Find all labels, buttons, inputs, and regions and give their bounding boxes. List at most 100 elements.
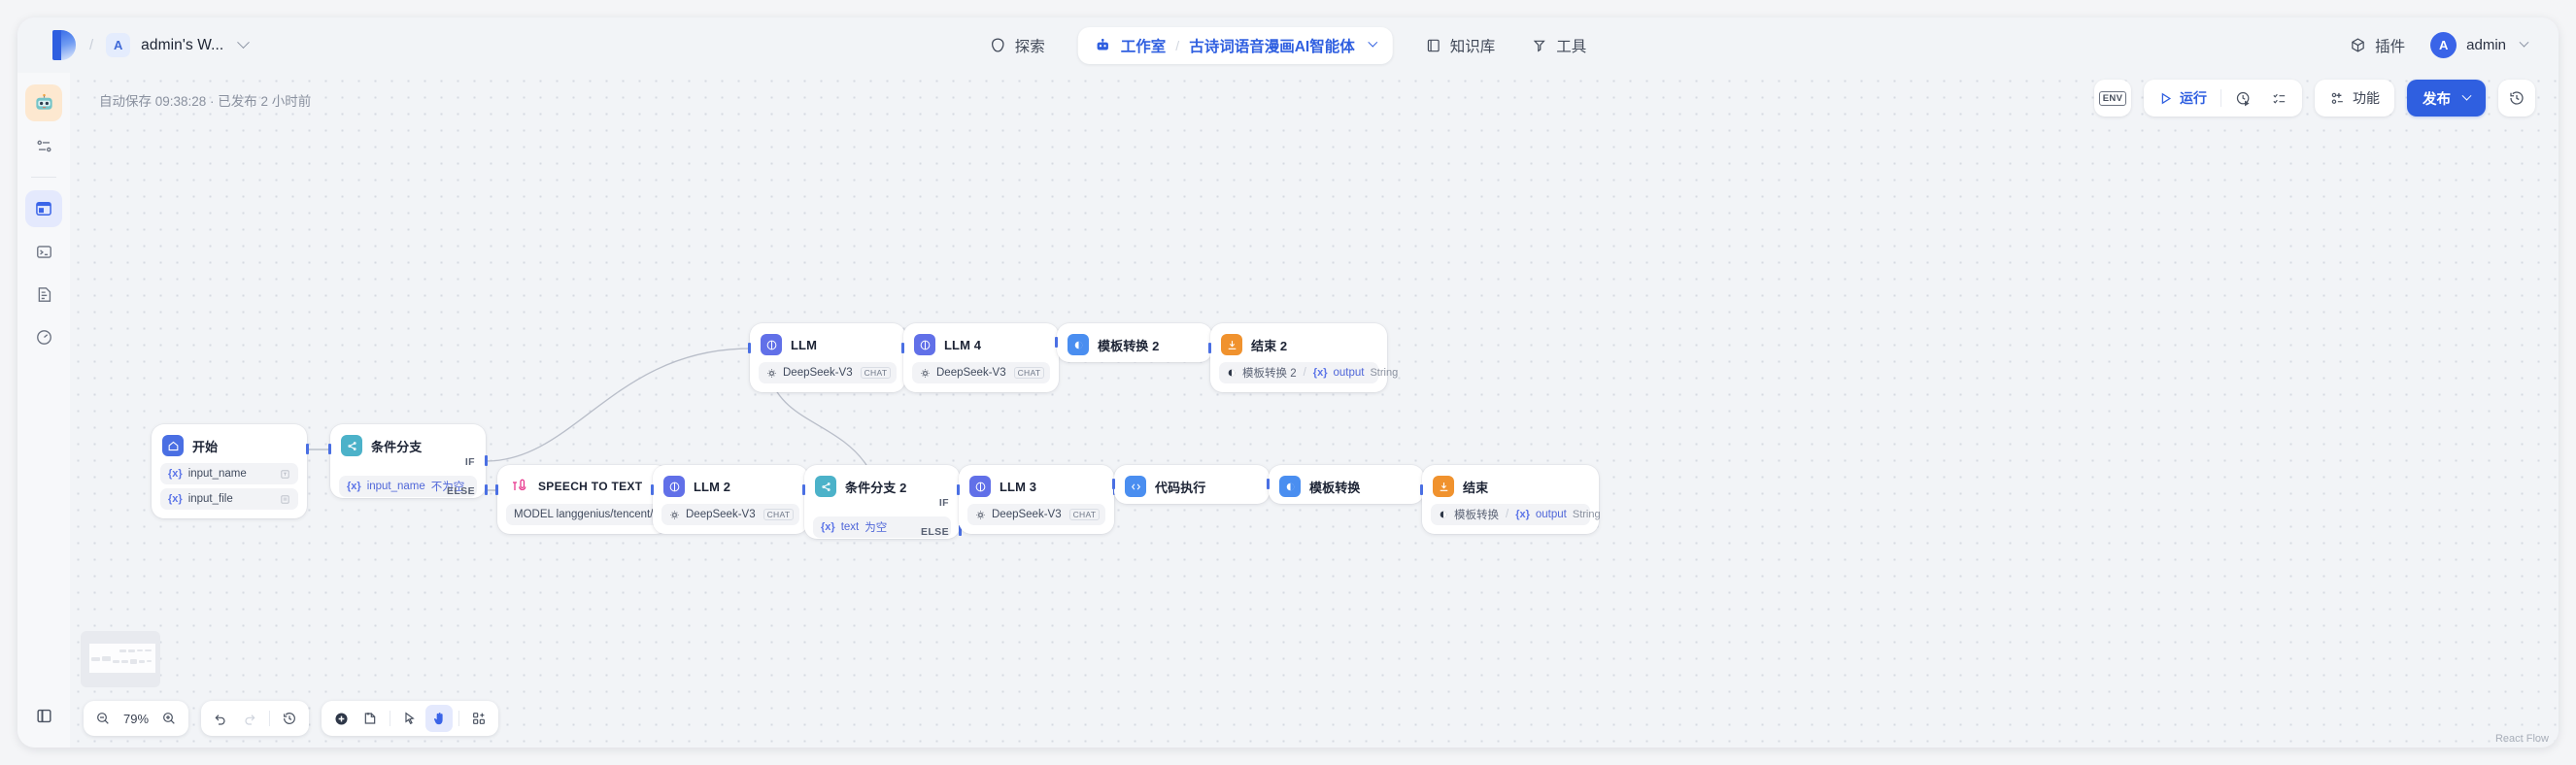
- sidebar-item-terminal[interactable]: [25, 233, 62, 270]
- compass-icon: [991, 38, 1004, 52]
- output-row[interactable]: 模板转换 / {x} output String: [1431, 504, 1601, 525]
- port-in[interactable]: [1112, 479, 1115, 489]
- nav-studio-label: 工作室: [1120, 38, 1167, 55]
- change-history-button[interactable]: [276, 705, 303, 732]
- add-note-button[interactable]: [356, 705, 384, 732]
- node-speech-to-text[interactable]: SPEECH TO TEXT MODEL langgenius/tencent/…: [495, 465, 690, 534]
- nav-explore[interactable]: 探索: [986, 29, 1049, 62]
- nav-knowledge[interactable]: 知识库: [1422, 29, 1500, 62]
- port-in[interactable]: [328, 444, 331, 454]
- port-out[interactable]: [306, 444, 309, 454]
- port-in[interactable]: [1055, 337, 1058, 348]
- port-out-else[interactable]: [959, 525, 962, 536]
- workspace-chevron-down-icon[interactable]: [237, 36, 251, 50]
- minimap-node: [145, 649, 152, 651]
- port-in[interactable]: [651, 484, 654, 495]
- sidebar-item-monitor[interactable]: [25, 318, 62, 355]
- zoom-in-button[interactable]: [155, 705, 183, 732]
- sidebar-collapse-toggle[interactable]: [25, 697, 62, 734]
- undo-button[interactable]: [207, 705, 234, 732]
- zoom-out-button[interactable]: [89, 705, 117, 732]
- model-icon: [669, 510, 680, 520]
- clock-run-icon: [2236, 91, 2250, 106]
- text-type-icon: [280, 469, 290, 480]
- sidebar-item-logs[interactable]: [25, 276, 62, 313]
- output-row[interactable]: 模板转换 2 / {x} output String: [1219, 362, 1398, 383]
- node-title: LLM 3: [1000, 479, 1037, 494]
- sidebar-item-orchestrate[interactable]: [25, 127, 62, 164]
- minimap[interactable]: [81, 631, 160, 687]
- node-condition-1[interactable]: 条件分支 IF {x} input_name 不为空 ELSE: [328, 424, 488, 498]
- port-out-if[interactable]: [485, 455, 488, 466]
- publish-label: 发布: [2423, 91, 2451, 108]
- variable-row[interactable]: {x} input_name: [160, 463, 298, 484]
- hand-tool-button[interactable]: [425, 705, 453, 732]
- port-out-else[interactable]: [485, 484, 488, 495]
- publish-button[interactable]: 发布: [2407, 80, 2486, 116]
- node-title: 开始: [192, 439, 219, 454]
- node-llm[interactable]: LLM DeepSeek-V3 CHAT: [748, 323, 907, 392]
- variable-marker: {x}: [821, 521, 835, 533]
- model-row[interactable]: DeepSeek-V3 CHAT: [912, 362, 1050, 383]
- node-end[interactable]: 结束 模板转换 / {x} output String: [1420, 465, 1601, 534]
- port-in[interactable]: [495, 484, 498, 495]
- redo-button[interactable]: [236, 705, 263, 732]
- condition-row[interactable]: {x} input_name 不为空: [339, 476, 477, 497]
- model-label: MODEL langgenius/tencent/tence...: [514, 509, 691, 520]
- branch-icon: [815, 476, 836, 497]
- condition-variable: input_name: [366, 481, 425, 492]
- app-logo-icon[interactable]: [52, 30, 77, 60]
- node-start[interactable]: 开始 {x} input_name {x} input_file: [152, 424, 309, 518]
- model-row[interactable]: MODEL langgenius/tencent/tence...: [506, 504, 690, 525]
- window-icon: [36, 202, 51, 216]
- run-history-button[interactable]: [2226, 83, 2260, 113]
- node-llm-2[interactable]: LLM 2 DeepSeek-V3 CHAT: [651, 465, 810, 534]
- node-template-2[interactable]: 模板转换 2: [1055, 323, 1214, 362]
- port-in[interactable]: [957, 484, 960, 495]
- add-node-button[interactable]: [327, 705, 355, 732]
- node-llm-3[interactable]: LLM 3 DeepSeek-V3 CHAT: [957, 465, 1116, 534]
- port-in[interactable]: [802, 484, 805, 495]
- port-in[interactable]: [748, 343, 751, 353]
- checklist-button[interactable]: [2262, 83, 2296, 113]
- workflow-canvas[interactable]: 自动保存 09:38:28 · 已发布 2 小时前 ENV 运行: [70, 73, 2559, 748]
- port-in[interactable]: [1208, 343, 1211, 353]
- model-row[interactable]: DeepSeek-V3 CHAT: [661, 504, 799, 525]
- node-code-execute[interactable]: 代码执行: [1112, 465, 1271, 504]
- port-in[interactable]: [901, 343, 904, 353]
- env-button[interactable]: ENV: [2094, 80, 2131, 116]
- node-end-2[interactable]: 结束 2 模板转换 2 / {x} output String: [1208, 323, 1398, 392]
- node-header: 模板转换 2: [1057, 332, 1212, 355]
- sidebar-item-agent[interactable]: [25, 84, 62, 121]
- node-header: 条件分支 2: [804, 474, 960, 497]
- node-template[interactable]: 模板转换: [1267, 465, 1426, 504]
- sidebar-item-canvas[interactable]: [25, 190, 62, 227]
- node-llm-4[interactable]: LLM 4 DeepSeek-V3 CHAT: [901, 323, 1061, 392]
- port-in[interactable]: [1267, 479, 1270, 489]
- condition-row[interactable]: {x} text 为空: [813, 516, 951, 538]
- run-button[interactable]: 运行: [2150, 83, 2216, 113]
- variable-row[interactable]: {x} input_file: [160, 488, 298, 510]
- pointer-tool-button[interactable]: [396, 705, 424, 732]
- nav-tools[interactable]: 工具: [1528, 29, 1590, 62]
- features-button[interactable]: 功能: [2321, 83, 2389, 113]
- apps-button[interactable]: [465, 705, 492, 732]
- user-chevron-down-icon[interactable]: [2519, 37, 2529, 48]
- model-row[interactable]: DeepSeek-V3 CHAT: [967, 504, 1105, 525]
- node-title: 结束: [1463, 480, 1489, 495]
- model-row[interactable]: DeepSeek-V3 CHAT: [759, 362, 897, 383]
- nav-studio-pill[interactable]: 工作室 / 古诗词语音漫画AI智能体: [1077, 26, 1393, 64]
- variable-marker: {x}: [168, 493, 183, 505]
- node-title: LLM 4: [944, 337, 982, 352]
- user-menu[interactable]: A admin: [2430, 32, 2529, 58]
- port-in[interactable]: [1420, 484, 1423, 495]
- nav-plugins[interactable]: 插件: [2346, 29, 2409, 62]
- run-label: 运行: [2180, 90, 2207, 106]
- node-body: DeepSeek-V3 CHAT: [903, 355, 1059, 392]
- condition-operator: 不为空: [430, 482, 465, 493]
- app-chevron-down-icon[interactable]: [1368, 37, 1378, 48]
- zoom-level[interactable]: 79%: [122, 711, 150, 726]
- branch-else-label: ELSE: [446, 485, 475, 497]
- version-history-button[interactable]: [2498, 80, 2535, 116]
- node-condition-2[interactable]: 条件分支 2 IF {x} text 为空 ELSE: [802, 465, 962, 539]
